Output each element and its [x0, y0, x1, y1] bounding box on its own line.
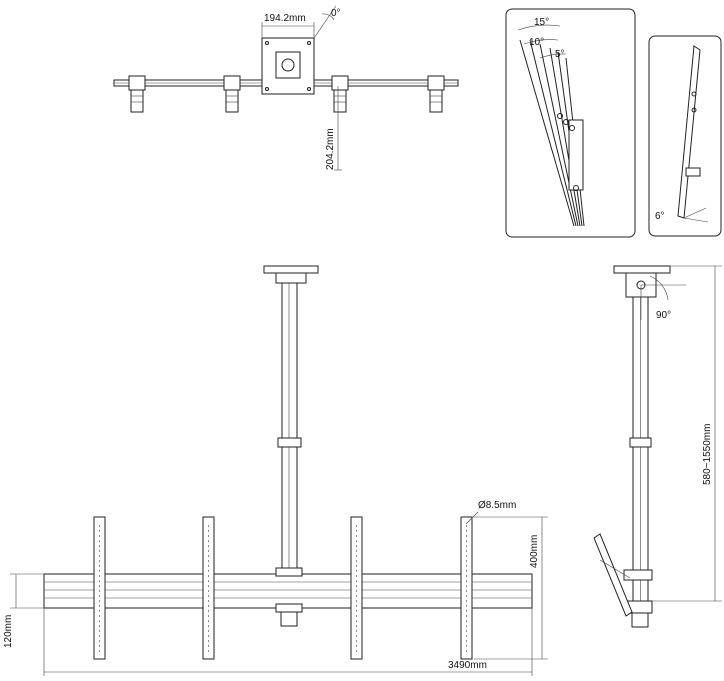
tilt-10-label: 10°	[529, 37, 544, 48]
top-height-label: 204.2mm	[325, 128, 336, 170]
top-width-label: 194.2mm	[264, 13, 306, 24]
tilt-6-inset: 6°	[648, 35, 722, 237]
top-width-dimension: 194.2mm	[261, 13, 315, 38]
drop-range-label: 580~1550mm	[702, 424, 713, 485]
top-angle-dimension: 0°	[313, 5, 341, 39]
top-height-dimension: 204.2mm	[325, 86, 342, 171]
ceiling-plate	[261, 37, 315, 95]
front-view: Ø8.5mm 400mm 120mm 3490mm	[3, 265, 548, 676]
top-clamps	[128, 75, 445, 113]
tilt-6-inset-frame	[648, 35, 722, 237]
front-brackets	[93, 516, 473, 660]
side-tilt-plate	[593, 533, 633, 617]
drop-range-dimension: 580~1550mm	[652, 265, 722, 602]
top-view: 194.2mm 0° 204.2mm	[113, 5, 459, 171]
tilt-inset-frame	[505, 8, 636, 238]
tilt-6-label: 6°	[655, 211, 665, 222]
total-width-dimension: 3490mm	[43, 608, 533, 676]
hole-diameter-dimension: Ø8.5mm	[465, 500, 516, 525]
tilt-15-label: 15°	[534, 17, 549, 28]
front-pole	[281, 282, 298, 571]
side-view: 90° 580~1550mm	[593, 265, 722, 628]
total-width-label: 3490mm	[448, 660, 487, 671]
top-angle-label: 0°	[331, 8, 341, 19]
bracket-height-dimension: 400mm	[474, 516, 548, 660]
rail-height-label: 120mm	[3, 615, 14, 648]
tilt-inset: 15° 10° 5°	[505, 8, 636, 238]
front-rail	[43, 573, 533, 609]
hole-diameter-label: Ø8.5mm	[478, 500, 516, 511]
side-ceiling-plate	[613, 265, 671, 274]
tilt-5-label: 5°	[555, 49, 565, 60]
rail-height-dimension: 120mm	[3, 573, 44, 648]
bracket-height-label: 400mm	[529, 535, 540, 568]
front-ceiling-plate	[263, 265, 319, 274]
swivel-label: 90°	[656, 310, 671, 321]
